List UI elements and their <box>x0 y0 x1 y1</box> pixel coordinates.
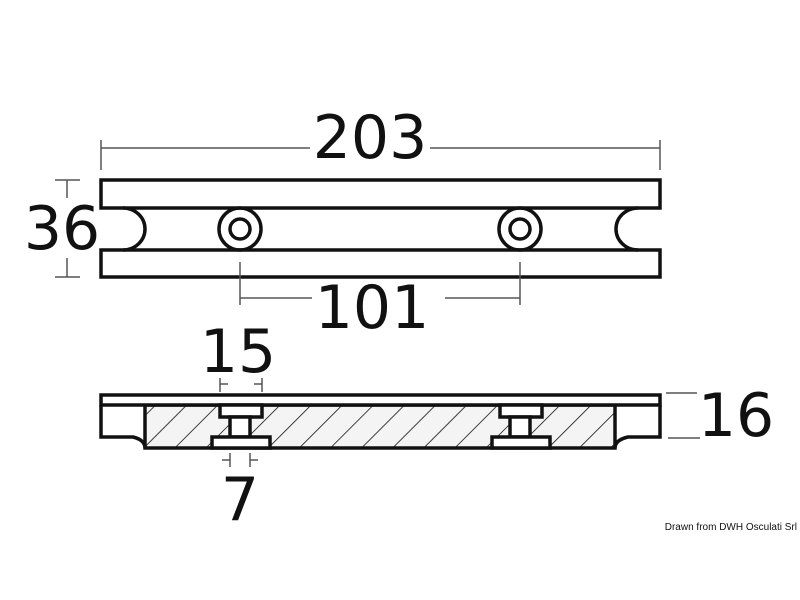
side-view <box>99 393 662 450</box>
bolt-right <box>490 403 552 450</box>
dimension-bolt-head <box>219 378 263 392</box>
dimension-width-label: 36 <box>24 194 100 264</box>
dimension-hole-spacing-label: 101 <box>315 273 430 343</box>
right-end-section <box>613 405 662 449</box>
top-view <box>99 178 662 279</box>
top-bar-upper <box>99 178 662 210</box>
top-plate <box>99 393 662 407</box>
right-end-notch <box>614 206 639 252</box>
top-bar-lower <box>99 248 662 279</box>
dimension-length <box>100 140 661 170</box>
dimension-length-label: 203 <box>313 103 428 173</box>
left-end-notch <box>122 206 147 252</box>
mounting-hole-left <box>217 206 263 252</box>
dimension-bolt-head-label: 15 <box>200 317 276 387</box>
mounting-hole-right <box>497 206 543 252</box>
dimension-height-label: 16 <box>698 381 774 451</box>
dimension-height <box>666 392 700 439</box>
bolt-left <box>210 403 272 450</box>
dimension-hole-spacing <box>239 262 521 305</box>
credit-text: Drawn from DWH Osculati Srl <box>665 522 797 533</box>
dimension-width <box>55 179 80 278</box>
left-end-section <box>99 405 147 449</box>
dimension-bolt-stem <box>222 453 258 467</box>
dimension-bolt-stem-label: 7 <box>221 465 259 535</box>
